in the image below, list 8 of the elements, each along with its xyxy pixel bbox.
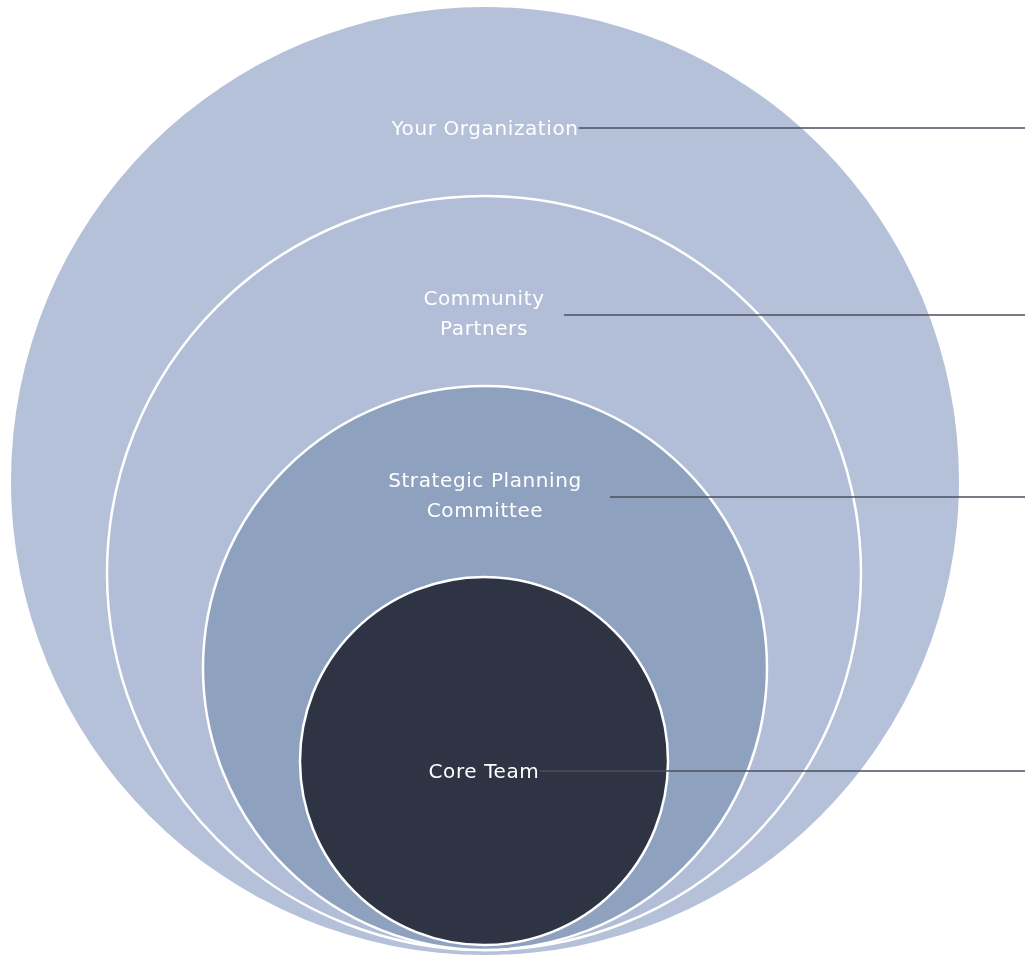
- leader-line: [577, 127, 1025, 129]
- leader-line: [563, 314, 1025, 316]
- circle-label: Core Team: [428, 756, 540, 786]
- circle-label: Your Organization: [391, 113, 579, 143]
- circle-label: Strategic Planning Committee: [360, 465, 610, 525]
- leader-line: [538, 770, 1025, 772]
- circle-label: Community Partners: [404, 283, 564, 343]
- leader-line: [609, 496, 1025, 498]
